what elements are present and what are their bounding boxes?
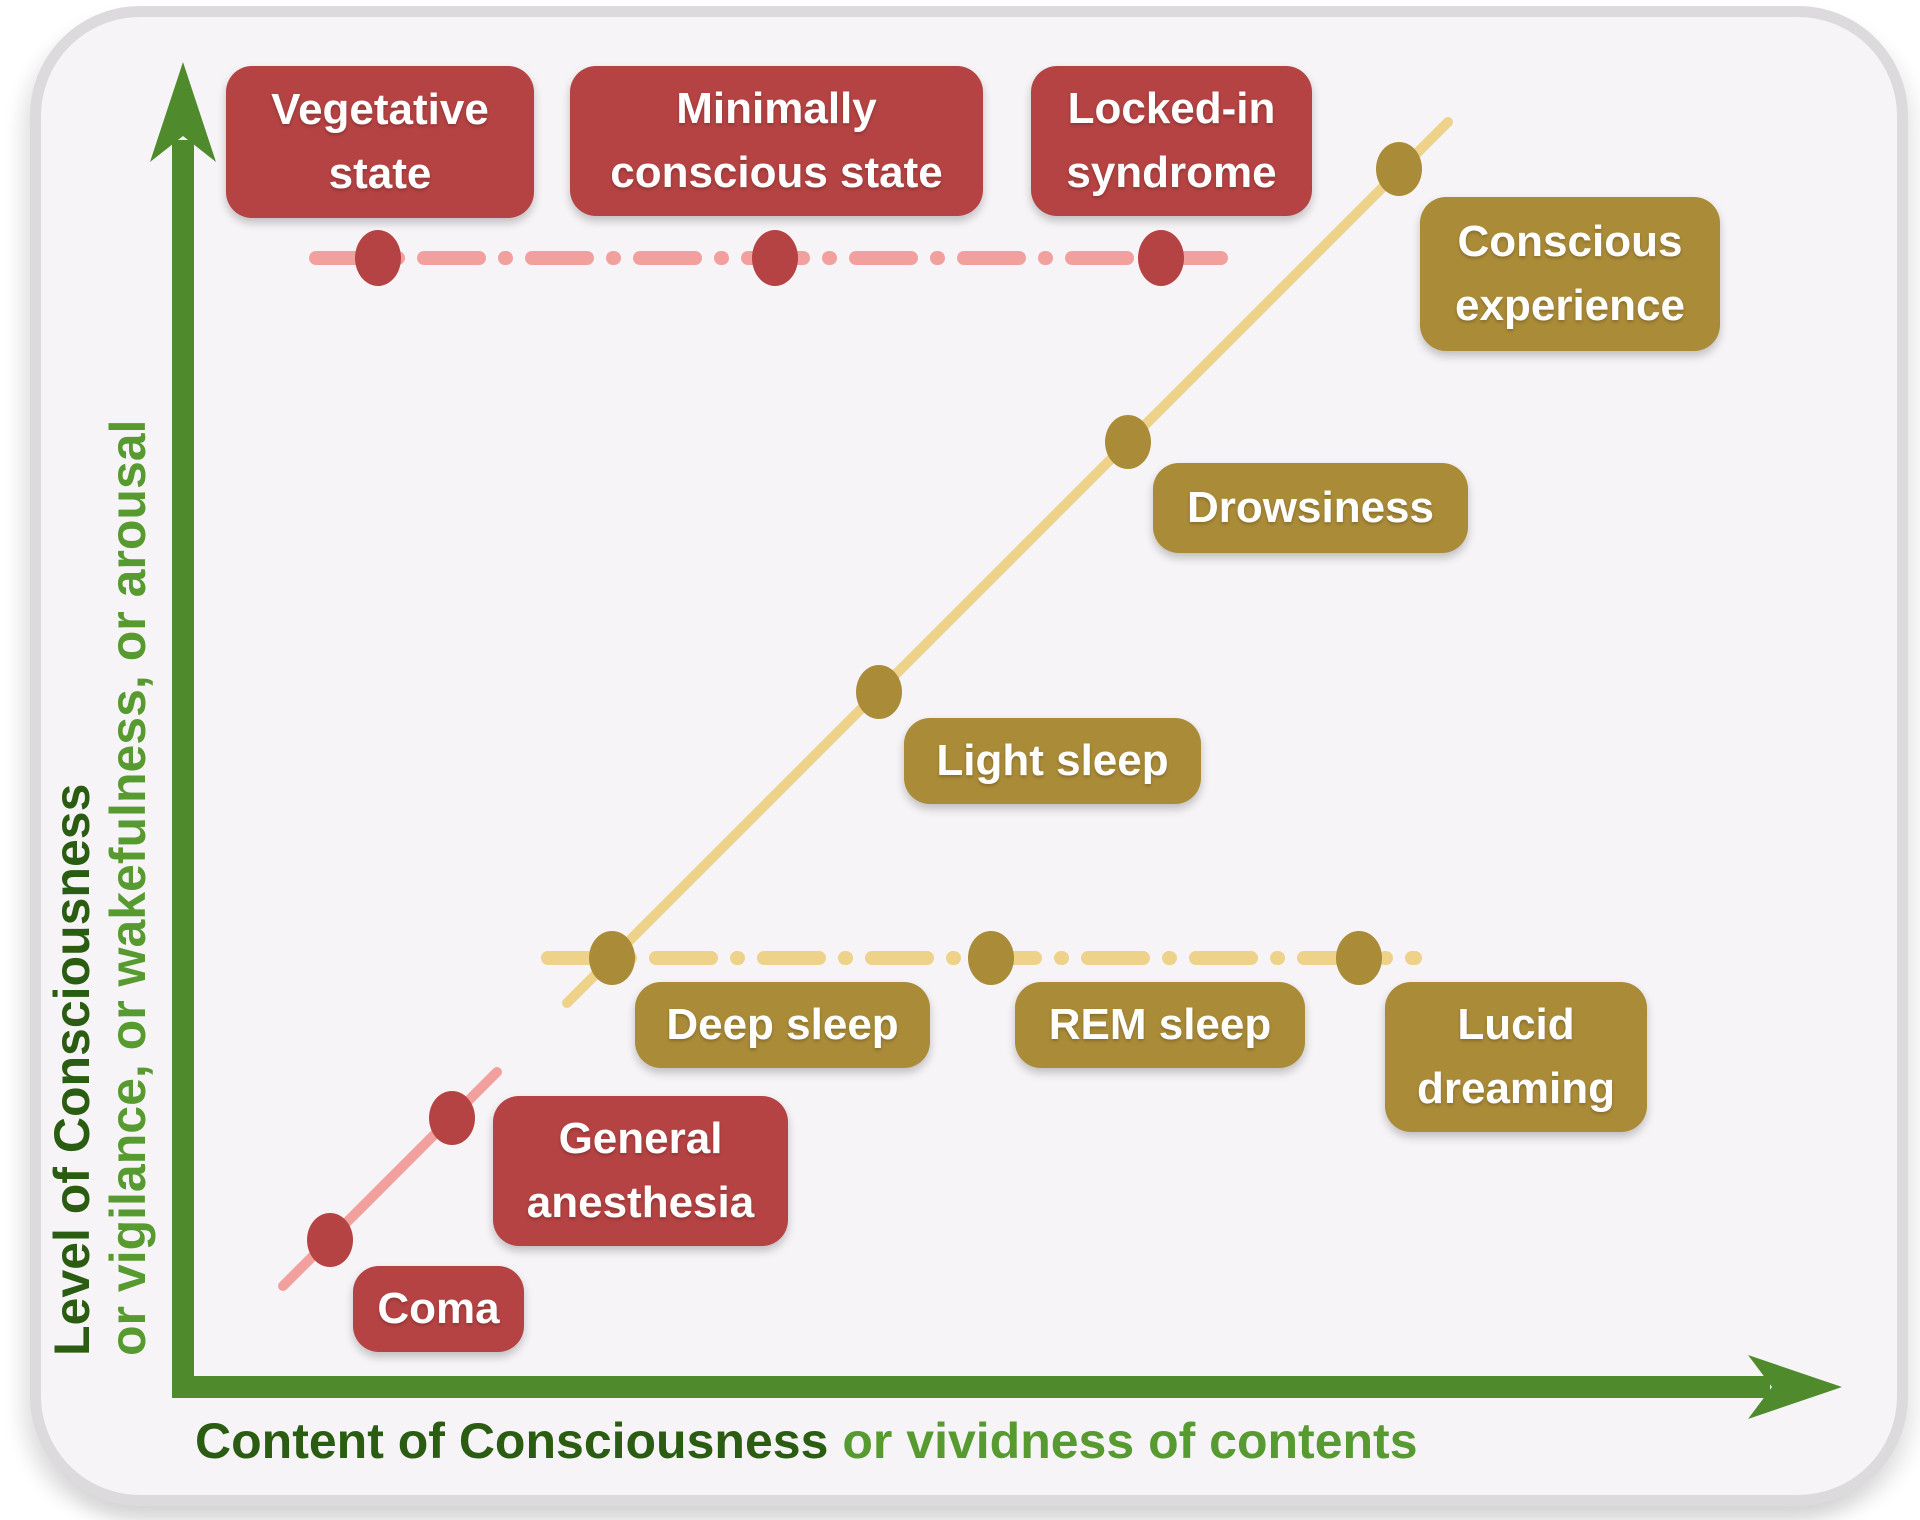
conscious-experience-dot (1376, 142, 1422, 196)
rem-sleep-dot (968, 931, 1014, 985)
x-axis-label-secondary: or vividness of contents (842, 1413, 1418, 1469)
minimally-conscious-state-dot (752, 230, 798, 286)
x-axis-label-primary: Content of Consciousness (195, 1413, 829, 1469)
general-anesthesia-box: General anesthesia (493, 1096, 788, 1246)
y-axis-label-primary: Level of Consciousness (44, 783, 100, 1356)
coma-dot (307, 1213, 353, 1267)
deep-sleep-box: Deep sleep (635, 982, 930, 1068)
drowsiness-box: Drowsiness (1153, 463, 1468, 553)
y-axis-label-secondary: or vigilance, or wakefulness, or arousal (100, 419, 156, 1356)
conscious-experience-box: Conscious experience (1420, 197, 1720, 351)
light-sleep-box: Light sleep (904, 718, 1201, 804)
y-axis-label: Level of Consciousness or vigilance, or … (44, 234, 158, 1356)
vegetative-state-dot (355, 230, 401, 286)
locked-in-syndrome-box: Locked-in syndrome (1031, 66, 1312, 216)
lucid-dreaming-box: Lucid dreaming (1385, 982, 1647, 1132)
x-axis-shaft (172, 1376, 1770, 1398)
wake-sleep-diagonal-line (562, 117, 1453, 1008)
y-axis-arrowhead-icon (150, 62, 216, 162)
y-axis-shaft (172, 140, 194, 1398)
coma-box: Coma (353, 1266, 524, 1352)
lucid-dreaming-dot (1336, 931, 1382, 985)
vegetative-state-box: Vegetative state (226, 66, 534, 218)
light-sleep-dot (856, 665, 902, 719)
drowsiness-dot (1105, 415, 1151, 469)
rem-sleep-box: REM sleep (1015, 982, 1305, 1068)
locked-in-syndrome-dot (1138, 230, 1184, 286)
deep-sleep-dot (589, 931, 635, 985)
general-anesthesia-dot (429, 1091, 475, 1145)
minimally-conscious-state-box: Minimally conscious state (570, 66, 983, 216)
x-axis-arrowhead-icon (1748, 1355, 1842, 1419)
